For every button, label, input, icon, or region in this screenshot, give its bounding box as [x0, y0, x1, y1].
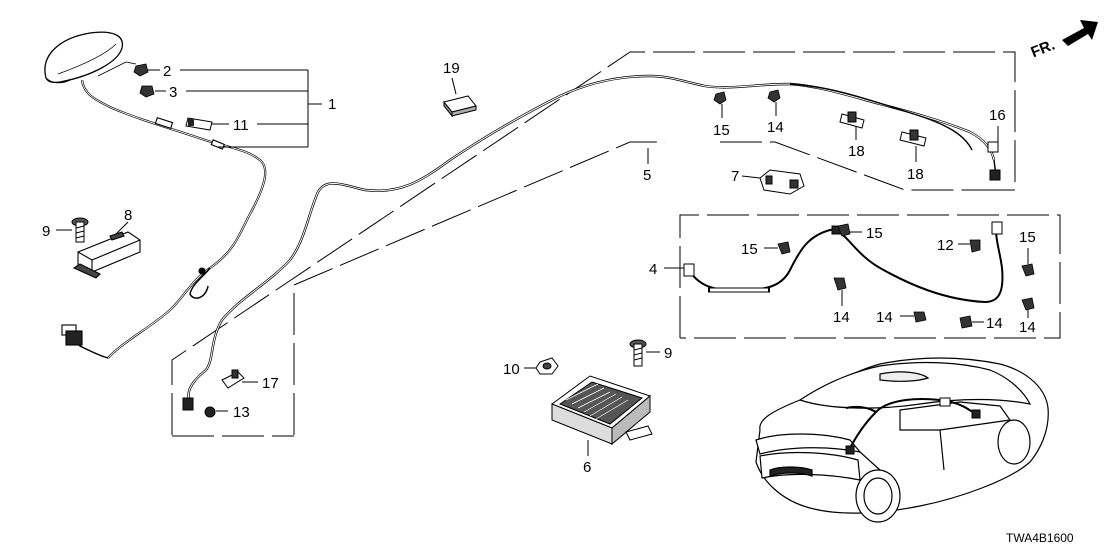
callout-14b: 14: [833, 309, 850, 326]
leader-7: [741, 175, 761, 179]
grommet-part-13[interactable]: [204, 406, 216, 418]
main-cable-connectors: [182, 141, 1001, 411]
leader-19: [451, 77, 457, 95]
clip-part-18a[interactable]: [839, 111, 865, 129]
main-cable-inner: [188, 75, 995, 403]
roof-antenna[interactable]: [44, 31, 137, 84]
callout-2: 2: [163, 63, 171, 80]
callout-5: 5: [643, 167, 651, 184]
leader-8: [115, 221, 129, 235]
front-direction-arrow: FR.: [1029, 20, 1098, 61]
callout-13: 13: [233, 404, 250, 421]
callout-11: 11: [233, 117, 249, 134]
clip-part-14d[interactable]: [959, 315, 973, 329]
clip-part-14c[interactable]: [913, 311, 927, 323]
callout-9b: 9: [664, 345, 672, 362]
callout-7: 7: [731, 168, 739, 185]
callout-14e: 14: [1019, 319, 1036, 336]
clip-part-15b[interactable]: [777, 241, 791, 255]
bracket-part-7[interactable]: [759, 169, 805, 195]
callout-3: 3: [169, 84, 177, 101]
callout-15a: 15: [713, 122, 730, 139]
clip-part-14a[interactable]: [767, 89, 781, 103]
callout-9a: 9: [42, 223, 50, 240]
antenna-connector: [61, 116, 226, 346]
callout-15b: 15: [741, 241, 758, 258]
callout-numbers: 1 2 3 4 5 6 7 8 9 9 10 11 12 13 14 14 14…: [42, 60, 1036, 476]
antenna-cable-inner: [81, 79, 266, 359]
front-direction-label: FR.: [1029, 36, 1058, 61]
callout-6: 6: [583, 459, 591, 476]
callout-14d: 14: [986, 315, 1003, 332]
nut-part-10[interactable]: [535, 357, 559, 375]
callout-16: 16: [989, 107, 1006, 124]
callout-18b: 18: [907, 166, 924, 183]
clip-part-18b[interactable]: [899, 129, 927, 147]
leader-lines-part1: [147, 69, 322, 148]
callout-14c: 14: [876, 309, 893, 326]
module-part-8[interactable]: [72, 231, 141, 279]
bolt-part-9a[interactable]: [71, 217, 89, 243]
clip-part-17[interactable]: [221, 369, 245, 389]
car-silhouette: [755, 357, 1049, 523]
clip-part-2[interactable]: [133, 63, 149, 77]
callout-17: 17: [262, 375, 279, 392]
pad-part-19[interactable]: [443, 95, 477, 118]
callout-15c: 15: [866, 225, 883, 242]
group-box-4: [679, 214, 1061, 339]
nut-part-3[interactable]: [139, 85, 155, 98]
bolt-part-9b[interactable]: [629, 339, 647, 367]
callout-10: 10: [503, 361, 520, 378]
clip-part-15a[interactable]: [713, 91, 727, 105]
clip-part-15c[interactable]: [837, 223, 851, 237]
diagram-code: TWA4B1600: [1006, 531, 1074, 545]
callout-1: 1: [328, 96, 336, 113]
car-wiring: [845, 398, 979, 453]
clip-part-15d[interactable]: [1021, 263, 1035, 277]
callout-4: 4: [649, 261, 657, 278]
callout-18a: 18: [848, 143, 865, 160]
callout-15d: 15: [1019, 229, 1036, 246]
clip-part-14e[interactable]: [1021, 297, 1035, 311]
callout-14a: 14: [767, 119, 784, 136]
callout-19: 19: [443, 60, 460, 77]
callout-12: 12: [937, 237, 954, 254]
clip-part-14b[interactable]: [833, 277, 847, 291]
callout-8: 8: [124, 207, 132, 224]
clip-part-11[interactable]: [185, 117, 213, 131]
antenna-cable-branch: [71, 267, 211, 359]
control-unit-part-6[interactable]: [550, 375, 653, 446]
dashed-group-outline: [171, 51, 1016, 437]
clip-part-12[interactable]: [969, 239, 981, 253]
car-wiring-parts: [845, 397, 981, 455]
